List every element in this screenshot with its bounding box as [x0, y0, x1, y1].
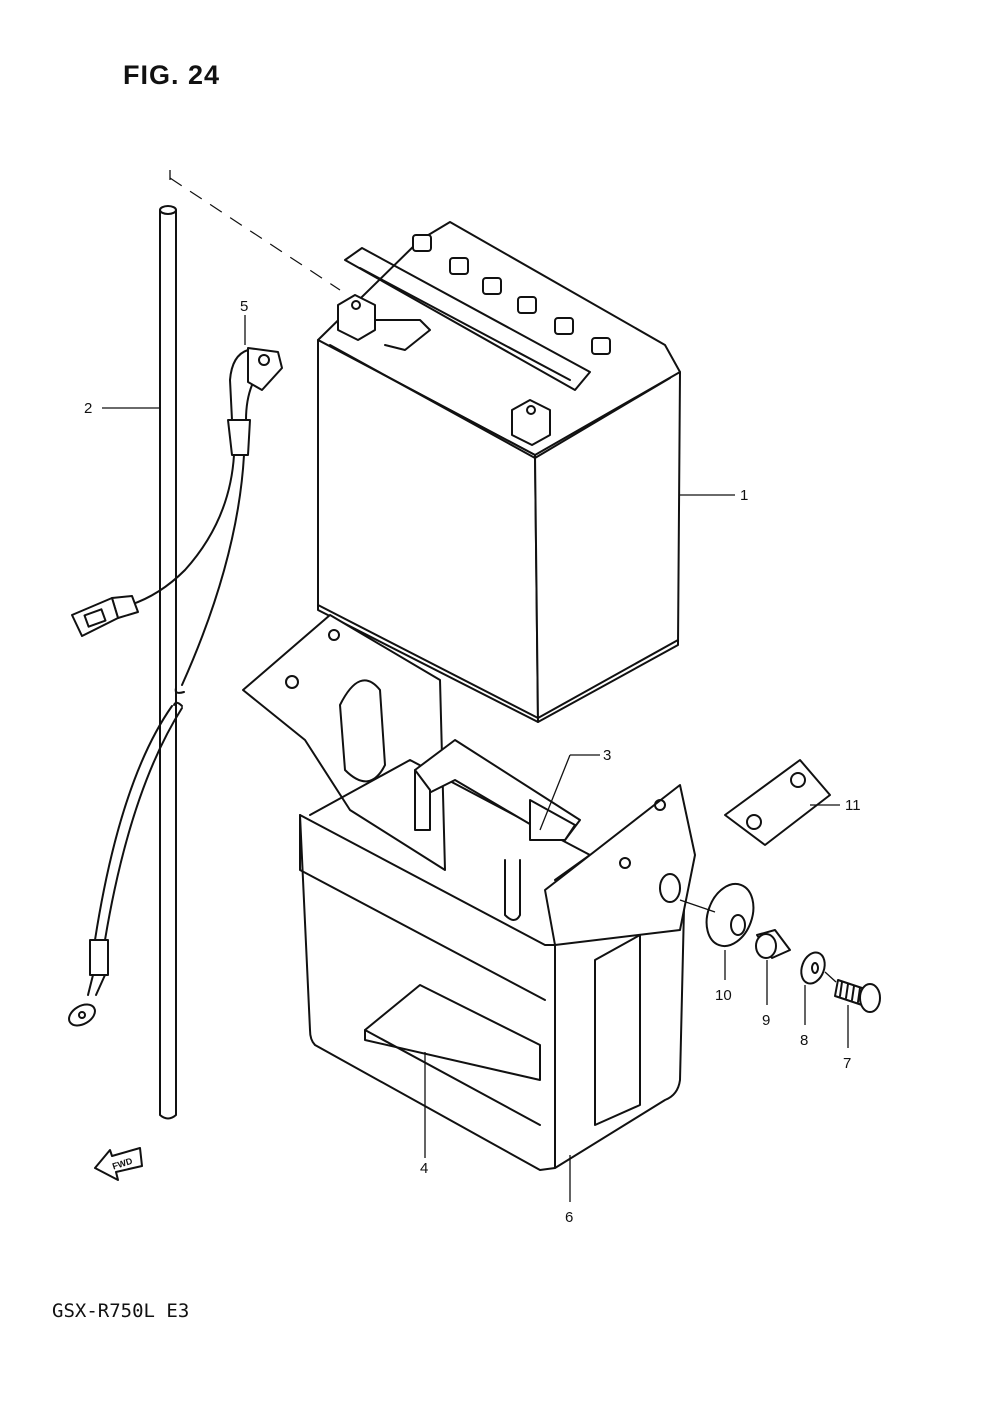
part-11-plate	[724, 759, 831, 846]
callout-10: 10	[715, 950, 732, 1004]
callout-label-7: 7	[843, 1055, 851, 1072]
callout-8: 8	[800, 985, 808, 1049]
part-6-battery-holder	[242, 614, 696, 1171]
part-8-washer	[800, 951, 826, 985]
part-3-cushion	[414, 739, 581, 841]
callout-11: 11	[810, 797, 861, 814]
part-10-grommet	[705, 883, 755, 947]
callout-label-3: 3	[603, 747, 611, 764]
fwd-arrow-icon: FWD	[94, 1147, 143, 1181]
callout-9: 9	[762, 960, 770, 1029]
callout-label-11: 11	[845, 797, 861, 814]
callout-label-10: 10	[715, 987, 732, 1004]
part-7-bolt	[834, 979, 881, 1013]
callout-label-8: 8	[800, 1032, 808, 1049]
part-9-collar	[755, 929, 791, 959]
model-code: GSX-R750L E3	[52, 1300, 190, 1322]
part-5-battery-cable	[68, 347, 283, 1027]
part-2-breather-hose	[159, 205, 177, 1120]
callout-1: 1	[680, 487, 748, 504]
assembly-line	[169, 177, 341, 291]
callout-label-2: 2	[84, 400, 92, 417]
figure-title: FIG. 24	[123, 60, 221, 90]
callout-label-4: 4	[420, 1160, 428, 1177]
callout-5: 5	[240, 298, 248, 345]
callout-7: 7	[843, 1005, 851, 1072]
callout-3: 3	[539, 747, 611, 831]
callout-6: 6	[565, 1155, 573, 1226]
callout-label-5: 5	[240, 298, 248, 315]
callout-4: 4	[420, 1052, 428, 1177]
callout-label-6: 6	[565, 1209, 573, 1226]
callout-2: 2	[84, 400, 160, 417]
callout-label-1: 1	[740, 487, 748, 504]
part-1-battery	[317, 221, 681, 723]
callout-label-9: 9	[762, 1012, 770, 1029]
